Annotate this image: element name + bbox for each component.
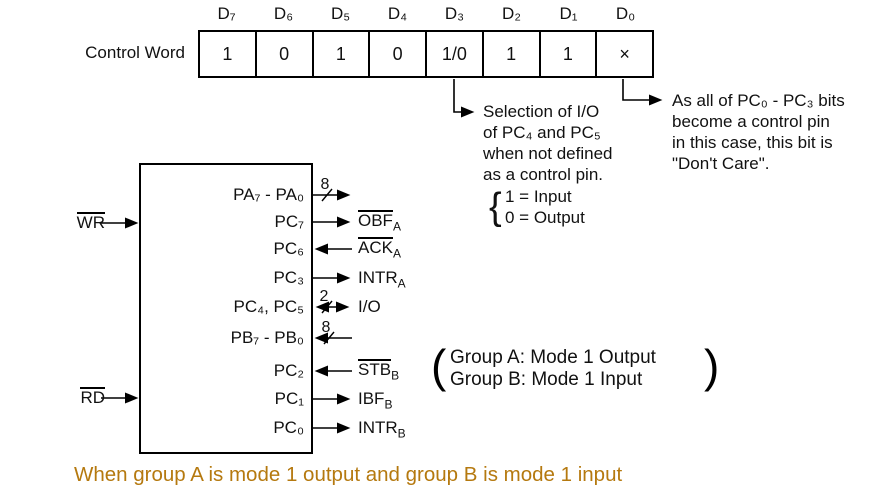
d3-connector-line <box>453 79 475 118</box>
control-word-label: Control Word <box>85 43 185 62</box>
d3-options: 1 = Input 0 = Output <box>505 186 585 228</box>
d0-annotation-line: As all of PC₀ - PC₃ bits <box>672 91 845 110</box>
rd-signal-label: RD <box>80 387 105 407</box>
pin-label-pc7: PC₇ <box>274 212 304 231</box>
bit-header-d4: D₄ <box>387 4 408 23</box>
bit-cell-d0: × <box>619 43 630 64</box>
d0-annotation-line: "Don't Care". <box>672 154 770 173</box>
pb-bus-slash <box>323 331 335 345</box>
pin-label-pc0: PC₀ <box>273 418 304 437</box>
bit-header-d1: D₁ <box>559 4 578 23</box>
bit-cell-d7: 1 <box>200 32 257 76</box>
pin-label-pb: PB₇ - PB₀ <box>230 328 304 347</box>
group-b-note: Group B: Mode 1 Input <box>450 369 643 390</box>
bit-cell-d4: 0 <box>370 32 427 76</box>
bit-header-d5: D₅ <box>330 4 351 23</box>
d0-annotation-line: in this case, this bit is <box>672 133 833 152</box>
bit-cell-d2: 1 <box>484 32 541 76</box>
bit-header-d6: D₆ <box>273 4 294 23</box>
d3-annotation-line: of PC₄ and PC₅ <box>483 123 601 142</box>
group-note-open-paren: ( <box>431 340 447 392</box>
control-word-table: 1 0 1 0 1/0 1 1 × <box>198 30 654 78</box>
io-bus-slash <box>321 300 333 314</box>
io-bus-width: 2 <box>319 288 329 305</box>
pin-label-pc1: PC₁ <box>274 389 304 408</box>
pin-label-pc3: PC₃ <box>273 268 304 287</box>
d3-option-output: 0 = Output <box>505 208 585 227</box>
d3-annotation: Selection of I/O of PC₄ and PC₅ when not… <box>483 101 613 185</box>
signal-label-obf: OBFA <box>358 210 401 234</box>
bit-cell-d3: 1/0 <box>427 32 484 76</box>
signal-label-ibf: IBFB <box>358 389 393 412</box>
group-note: Group A: Mode 1 Output Group B: Mode 1 I… <box>450 347 656 391</box>
pin-label-pa: PA₇ - PA₀ <box>233 185 304 204</box>
signal-label-intra: INTRA <box>358 268 406 291</box>
bit-header-d2: D₂ <box>502 4 521 23</box>
signal-label-ack: ACKA <box>358 237 401 261</box>
pin-label-pc6: PC₆ <box>273 239 304 258</box>
pin-label-pc4-pc5: PC₄, PC₅ <box>233 297 304 316</box>
figure-caption: When group A is mode 1 output and group … <box>74 463 623 486</box>
signal-label-intrb: INTRB <box>358 418 406 441</box>
d3-option-input: 1 = Input <box>505 187 572 206</box>
wr-signal-label: WR <box>76 212 105 232</box>
signal-label-stb: STBB <box>358 359 400 383</box>
bit-header-d7: D₇ <box>217 4 236 23</box>
group-note-close-paren: ) <box>704 340 720 392</box>
bit-cell-d5: 1 <box>314 32 371 76</box>
d3-annotation-line: Selection of I/O <box>483 102 600 121</box>
d3-annotation-line: as a control pin. <box>483 165 604 184</box>
bit-cell-d6: 0 <box>257 32 314 76</box>
ppi-box <box>139 163 313 454</box>
d3-brace: { <box>489 186 502 228</box>
d0-annotation-line: become a control pin <box>672 112 830 131</box>
signal-label-io: I/O <box>358 297 381 316</box>
d3-annotation-line: when not defined <box>483 144 613 163</box>
pa-bus-width: 8 <box>320 176 330 193</box>
pb-bus-width: 8 <box>321 319 331 336</box>
bit-header-d0: D₀ <box>615 4 636 23</box>
bit-header-d3: D₃ <box>444 4 465 23</box>
d0-connector-line <box>622 79 663 106</box>
bit-cell-d1: 1 <box>541 32 598 76</box>
group-a-note: Group A: Mode 1 Output <box>450 347 656 368</box>
d0-annotation: As all of PC₀ - PC₃ bits become a contro… <box>672 90 845 174</box>
pa-bus-slash <box>321 188 333 202</box>
pin-label-pc2: PC₂ <box>273 361 304 380</box>
